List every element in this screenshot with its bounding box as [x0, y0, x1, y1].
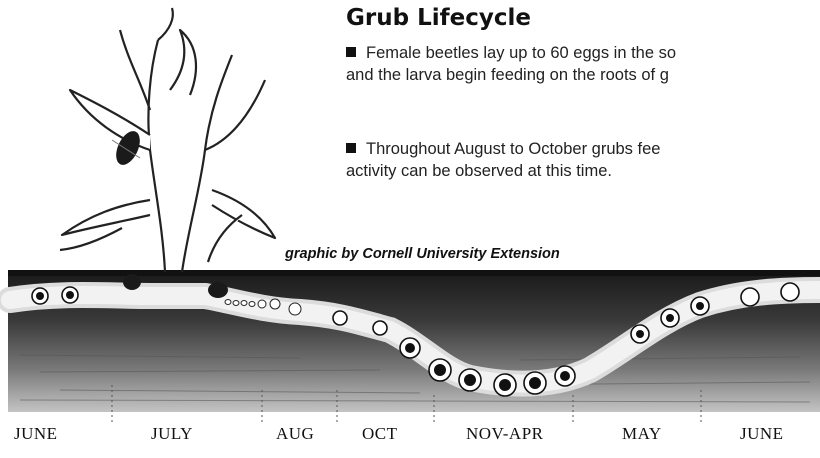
month-label-july: JULY	[151, 424, 193, 444]
month-label-june: JUNE	[14, 424, 58, 444]
month-label-nov-apr: NOV-APR	[466, 424, 544, 444]
month-label-june-2: JUNE	[740, 424, 784, 444]
bullet-square-icon	[346, 143, 356, 153]
month-label-oct: OCT	[362, 424, 398, 444]
page-title: Grub Lifecycle	[346, 5, 531, 31]
bullet-1-line-1: Female beetles lay up to 60 eggs in the …	[366, 44, 676, 62]
month-label-aug: AUG	[276, 424, 314, 444]
bullet-1: Female beetles lay up to 60 eggs in the …	[346, 42, 676, 86]
bullet-2-line-1: Throughout August to October grubs fee	[366, 140, 660, 158]
bullet-2-line-2: activity can be observed at this time.	[346, 160, 660, 182]
month-label-may: MAY	[622, 424, 662, 444]
bullet-2: Throughout August to October grubs fee a…	[346, 138, 660, 182]
bullet-1-line-2: and the larva begin feeding on the roots…	[346, 64, 676, 86]
credit-caption: graphic by Cornell University Extension	[285, 246, 560, 262]
bullet-square-icon	[346, 47, 356, 57]
plant-icon	[60, 8, 275, 272]
